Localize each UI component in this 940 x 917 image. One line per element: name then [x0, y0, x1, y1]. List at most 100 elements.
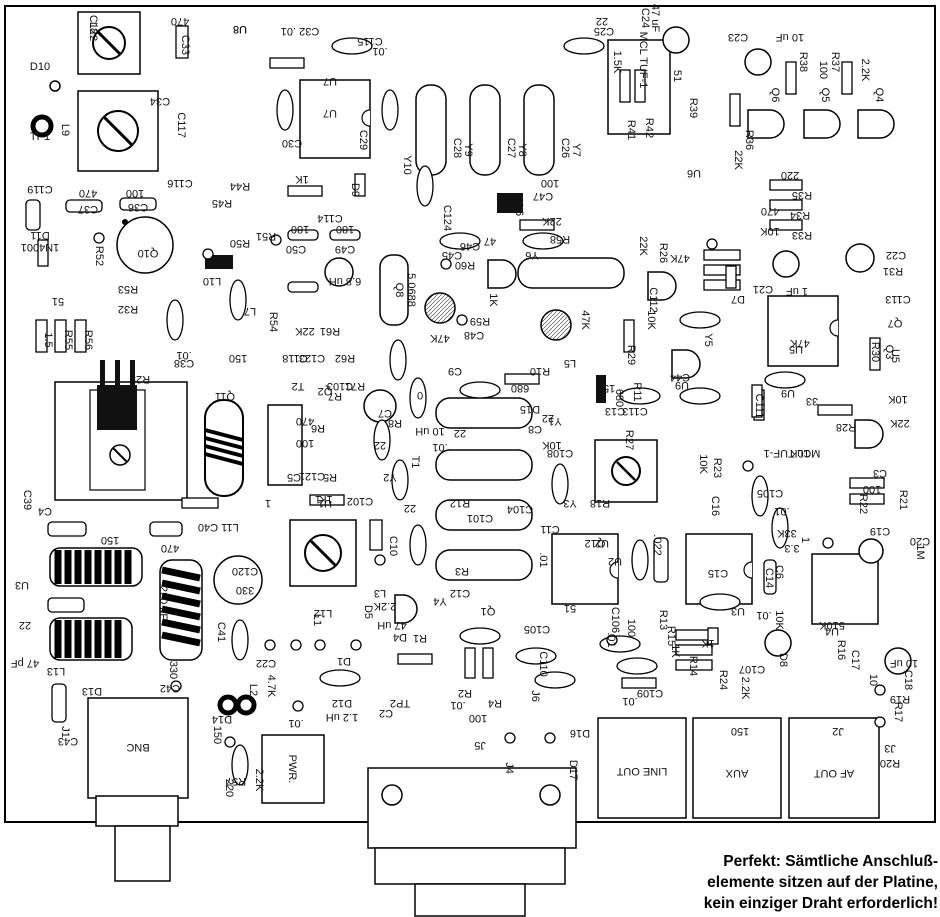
- component-label: 100: [541, 177, 559, 189]
- component-label: 10: [867, 674, 879, 686]
- component-label: C6: [773, 565, 785, 579]
- component-label: R15: [665, 626, 677, 646]
- transistor-q10: [116, 216, 174, 274]
- component-label: R18: [590, 497, 610, 509]
- component-label: C102: [347, 495, 373, 507]
- component-label: C110: [537, 651, 549, 676]
- component-label: R32: [118, 303, 138, 315]
- component-label: U7: [323, 107, 337, 119]
- component-label: 220 uF: [157, 586, 169, 621]
- component-label: L11: [221, 521, 239, 533]
- ic-label: U4: [825, 625, 839, 637]
- component-label: C30: [282, 137, 302, 149]
- component-label: 2.2K: [373, 600, 396, 612]
- component-label: R71: [345, 380, 365, 392]
- power-jack: [261, 734, 325, 804]
- af-out-label: AF OUT: [814, 767, 855, 779]
- component-label: Q10: [138, 247, 159, 259]
- crystal-y10: [379, 254, 409, 326]
- figure-caption: Perfekt: Sämtliche Anschluß- elemente si…: [604, 851, 938, 914]
- component-label: J3: [884, 742, 896, 754]
- component-label: 470: [296, 415, 314, 427]
- component-label: C9: [448, 365, 462, 377]
- component-label: C24: [639, 8, 651, 28]
- component-label: R52: [93, 246, 105, 266]
- component-label: T2: [292, 380, 305, 392]
- component-label: L2: [247, 684, 259, 696]
- component-label: C28: [451, 138, 463, 158]
- component-label: C43: [58, 735, 78, 747]
- component-label: C121: [299, 470, 325, 482]
- component-label: 0: [417, 389, 423, 401]
- component-label: Q6: [769, 88, 781, 103]
- component-label: Q1: [481, 605, 496, 617]
- component-label: 51: [671, 70, 683, 82]
- tp2-pad: [217, 694, 257, 716]
- trimmer-cap-c44: [540, 309, 572, 341]
- component-label: C11: [540, 523, 559, 535]
- component-label: Y9: [462, 143, 474, 156]
- component-label: MCL TUF-1: [764, 447, 821, 459]
- component-label: D9: [349, 183, 361, 197]
- component-label: 47 pF: [11, 657, 39, 669]
- component-label: 470: [79, 187, 97, 199]
- component-label: U3: [15, 579, 29, 591]
- component-label: C107: [739, 663, 765, 675]
- ic-label: U9: [675, 379, 689, 391]
- component-label: C103: [327, 380, 353, 392]
- component-label: MCL TUF-1: [637, 32, 649, 89]
- component-label: 10K: [773, 610, 785, 630]
- component-label: R39: [687, 98, 699, 118]
- inductor-l5: [596, 375, 606, 403]
- component-label: 470: [171, 15, 189, 27]
- transistors: [324, 26, 912, 675]
- component-label: C29: [357, 130, 369, 150]
- ic-u2: [551, 533, 619, 605]
- component-label: R5: [323, 471, 337, 483]
- component-label: 2.2K: [739, 677, 751, 700]
- component-label: 220: [223, 779, 235, 797]
- component-label: 1.5: [42, 332, 54, 347]
- component-label: R4: [488, 697, 502, 709]
- component-label: D10: [30, 61, 50, 73]
- component-label: TP1: [30, 131, 50, 143]
- component-label: R17: [892, 702, 904, 722]
- component-label: R59: [470, 315, 490, 327]
- component-label: C20: [910, 535, 930, 547]
- component-label: C13: [605, 405, 625, 417]
- component-label: C8: [528, 423, 542, 435]
- component-label: 180: [291, 223, 309, 235]
- component-label: 1K: [487, 293, 499, 307]
- component-label: C115: [357, 35, 382, 47]
- component-label: Q12: [585, 537, 606, 549]
- component-label: D13: [82, 685, 102, 697]
- component-label: C49: [335, 243, 355, 255]
- component-label: R11: [631, 382, 643, 401]
- component-label: 22: [19, 619, 31, 631]
- component-label: 22K: [637, 236, 649, 256]
- component-label: 3.3: [784, 542, 799, 554]
- component-label: C118: [282, 352, 307, 364]
- component-label: 22: [404, 502, 416, 514]
- component-label: J5: [474, 739, 486, 751]
- component-label: .01: [774, 505, 789, 517]
- component-label: C119: [27, 183, 52, 195]
- component-label: 47K: [579, 310, 591, 330]
- component-label: R12: [450, 497, 470, 509]
- component-label: .01: [432, 441, 447, 453]
- chip-capacitors: [25, 197, 777, 723]
- component-label: D7: [731, 293, 745, 305]
- ic-u7: [299, 79, 371, 159]
- component-label: 51: [564, 602, 576, 614]
- component-label: D4: [393, 631, 407, 643]
- jack-af-out: [788, 717, 880, 819]
- component-label: 330: [167, 661, 179, 679]
- component-label: C44: [670, 371, 690, 383]
- ic-u3: [685, 533, 753, 605]
- component-label: J6: [529, 690, 541, 702]
- component-label: C42: [160, 682, 180, 694]
- component-label: C17: [849, 650, 861, 670]
- component-label: Q7: [888, 317, 903, 329]
- component-label: C5: [287, 471, 301, 483]
- component-label: C105: [524, 623, 550, 635]
